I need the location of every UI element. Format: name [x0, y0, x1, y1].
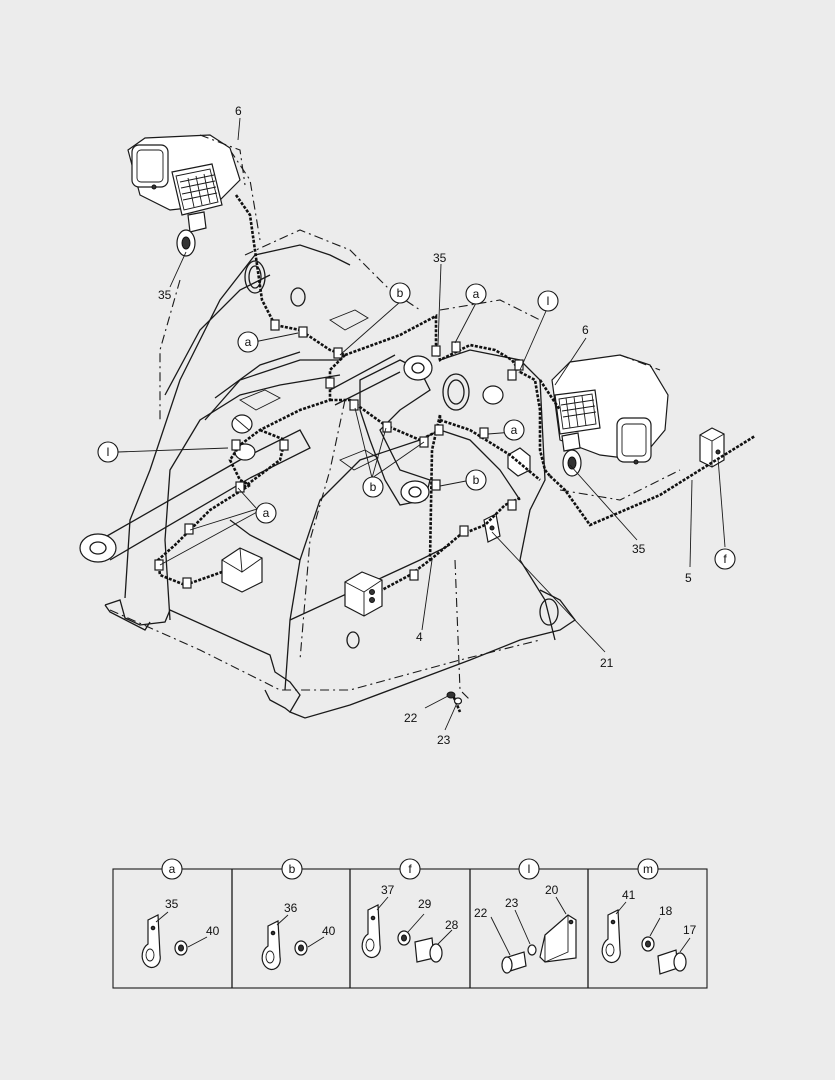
callout-a-bottom-text: a: [263, 506, 270, 520]
loader-frame: [104, 149, 681, 719]
work-lamp-left: [127, 134, 246, 257]
detail-b-part-40: 40: [322, 924, 336, 938]
label-6-right: 6: [582, 323, 589, 337]
detail-panel-a: a 35 40: [141, 858, 220, 968]
callout-l-top-text: l: [547, 294, 550, 308]
callout-b-mid-right-text: b: [473, 473, 480, 487]
callout-a-mid-text: a: [511, 423, 518, 437]
callout-a-top-text: a: [473, 287, 480, 301]
junction-box-left: [221, 547, 263, 593]
detail-panel-l-id: l: [528, 862, 531, 876]
label-22: 22: [404, 711, 418, 725]
callout-b-top-text: b: [397, 286, 404, 300]
label-6-left: 6: [235, 104, 242, 118]
detail-m-part-18: 18: [659, 904, 673, 918]
callout-l-top: l: [537, 290, 559, 312]
detail-panel-m-id: m: [643, 862, 653, 876]
junction-box-right: [699, 427, 725, 468]
detail-panel-b-id: b: [289, 862, 296, 876]
detail-f-part-37: 37: [381, 883, 395, 897]
callout-a-upper-left-text: a: [245, 335, 252, 349]
detail-l-part-22: 22: [474, 906, 488, 920]
detail-m-part-41: 41: [622, 888, 636, 902]
callout-b-mid-left-text: b: [370, 480, 377, 494]
detail-l-part-20: 20: [545, 883, 559, 897]
callout-a-mid: a: [503, 419, 525, 441]
callout-a-upper-left: a: [237, 331, 259, 353]
detail-l-part-23: 23: [505, 896, 519, 910]
detail-a-part-40: 40: [206, 924, 220, 938]
callout-b-mid-right: b: [465, 469, 487, 491]
label-35-center: 35: [433, 251, 447, 265]
detail-f-part-28: 28: [445, 918, 459, 932]
detail-panels: a 35 40 b 36 40 f: [112, 858, 708, 989]
detail-f-part-29: 29: [418, 897, 432, 911]
callout-l-left-text: l: [107, 445, 110, 459]
label-23: 23: [437, 733, 451, 747]
detail-panel-b: b 36 40: [261, 858, 336, 970]
callout-a-bottom: a: [255, 502, 277, 524]
label-35-left: 35: [158, 288, 172, 302]
callout-f-right-text: f: [723, 552, 727, 566]
label-4: 4: [416, 630, 423, 644]
work-lamp-right: [551, 354, 669, 477]
callout-f-right: f: [714, 548, 736, 570]
detail-a-part-35: 35: [165, 897, 179, 911]
junction-box-center: [344, 571, 383, 617]
detail-m-part-17: 17: [683, 923, 697, 937]
boom-cylinder: [79, 429, 311, 563]
detail-panel-f-id: f: [408, 862, 412, 876]
callout-b-top: b: [389, 282, 411, 304]
callout-b-mid-left: b: [362, 476, 384, 498]
main-labels: 6 35 35 6 35 4 5 21 22 23: [158, 104, 692, 747]
label-35-right: 35: [632, 542, 646, 556]
detail-panel-a-id: a: [169, 862, 176, 876]
detail-panel-f: f 37 29 28: [361, 858, 459, 963]
callout-a-top: a: [465, 283, 487, 305]
callout-l-left: l: [97, 441, 119, 463]
detail-panel-l: l 22 23 20: [474, 858, 577, 974]
detail-panel-m: m 41 18 17: [601, 858, 697, 975]
lift-link: [329, 354, 433, 506]
detail-b-part-36: 36: [284, 901, 298, 915]
bracket-21: [483, 513, 501, 543]
label-21: 21: [600, 656, 614, 670]
wiring-harness: [154, 194, 756, 713]
label-5: 5: [685, 571, 692, 585]
